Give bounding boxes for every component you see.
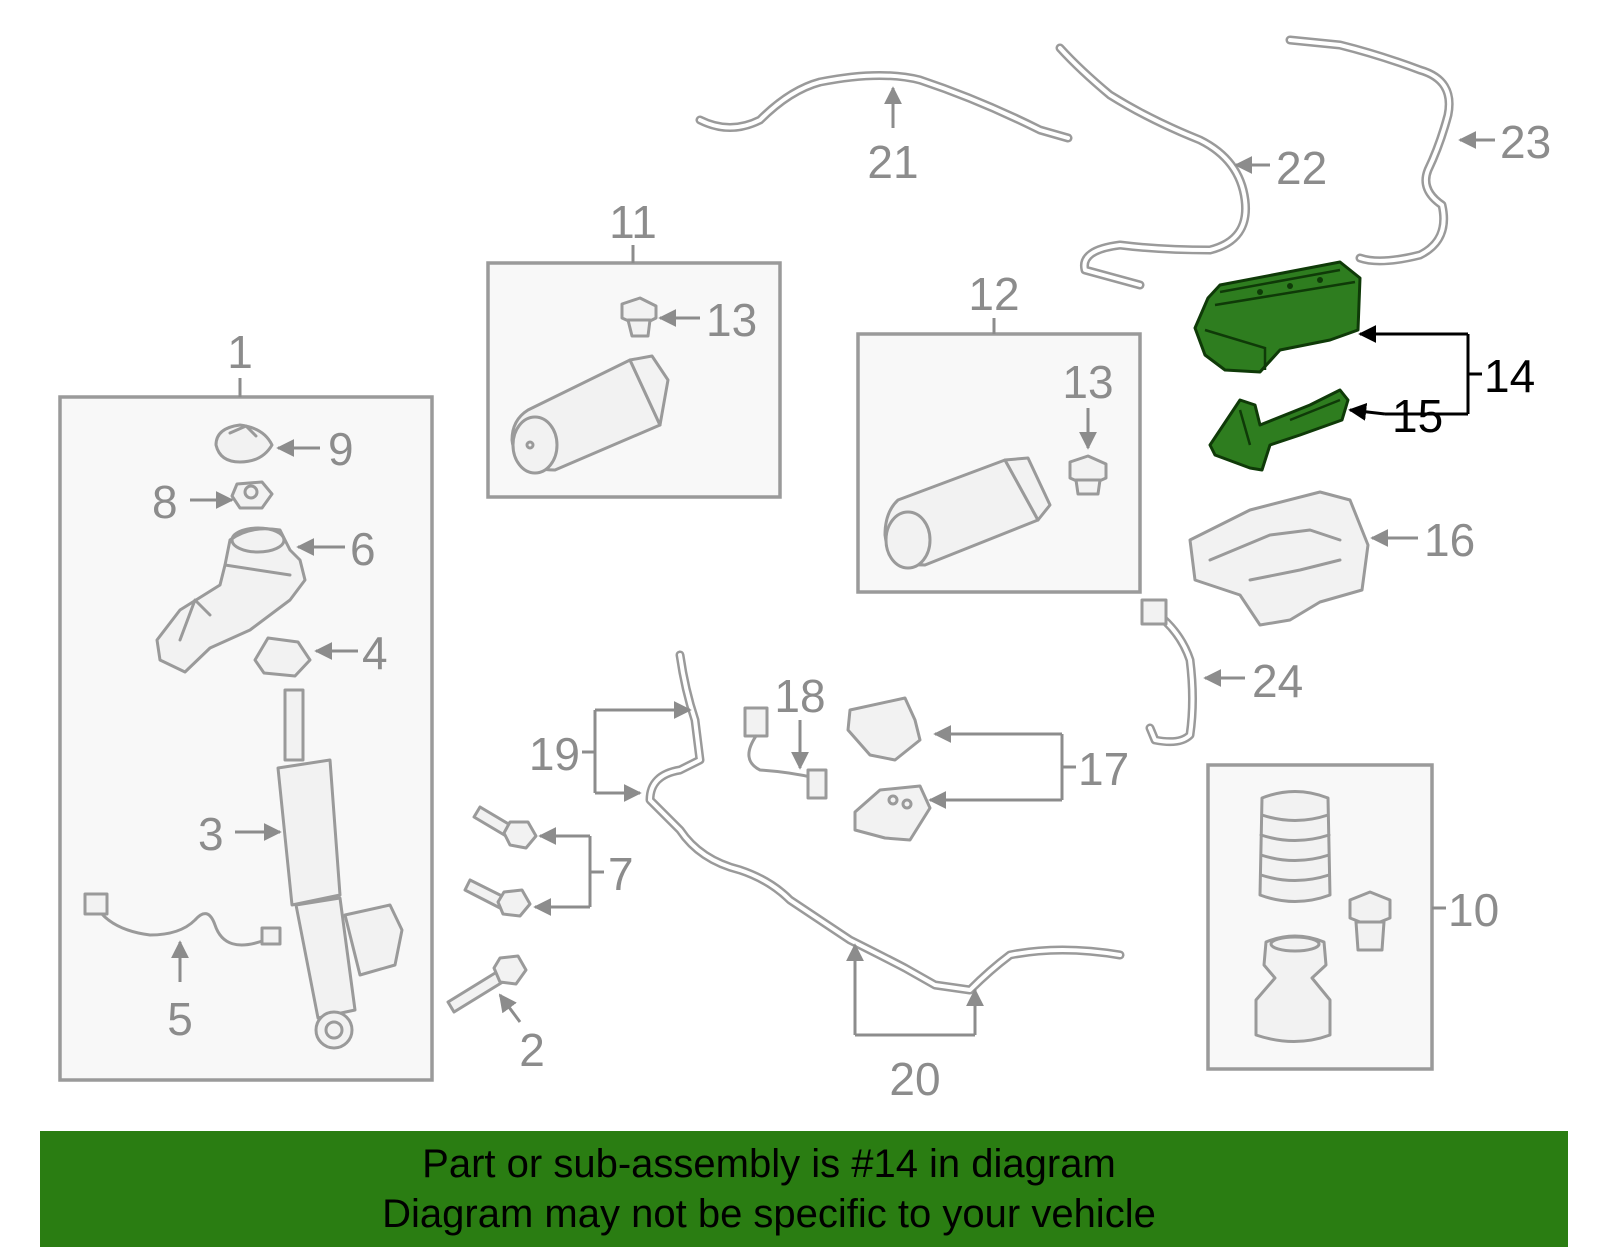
notice-banner: Part or sub-assembly is #14 in diagram D… [40,1131,1568,1247]
upper-mount-bracket [155,526,307,674]
callout-8[interactable]: 8 [152,476,178,528]
callout-16[interactable]: 16 [1424,514,1475,566]
plug [620,296,658,338]
air-reservoir [510,354,670,475]
bolt-lower [463,878,532,918]
callout-1[interactable]: 1 [227,326,253,378]
callout-2[interactable]: 2 [519,1024,545,1076]
bumper-group-10: 10 [1206,763,1499,1071]
callout-4[interactable]: 4 [362,627,388,679]
sensor-18 [743,706,828,800]
plug-3 [1348,890,1392,952]
callout-14[interactable]: 14 [1484,350,1535,402]
air-line-19-20 [645,650,1125,995]
bolt-upper [472,805,538,850]
sensor-harness [83,892,282,947]
callout-23[interactable]: 23 [1500,116,1551,168]
callout-11[interactable]: 11 [609,196,657,248]
bolts-group: 7 2 [446,805,634,1076]
callout-7[interactable]: 7 [608,848,634,900]
callout-21[interactable]: 21 [867,136,918,188]
insulator-plate [253,636,312,678]
shock-absorber [276,688,404,1050]
bracket-15 [1208,388,1350,472]
reservoir-group-12: 12 13 [856,268,1142,594]
air-spring-bellows [1258,790,1332,903]
callout-3[interactable]: 3 [198,808,224,860]
jounce-bumper [1254,934,1332,1043]
plug-2 [1068,454,1108,496]
compressor-cover [1188,490,1370,627]
callout-19[interactable]: 19 [529,728,580,780]
shock-assembly-group: 1 9 8 6 4 [58,326,434,1082]
callout-9[interactable]: 9 [328,423,354,475]
callout-17[interactable]: 17 [1078,743,1129,795]
callout-18[interactable]: 18 [774,670,825,722]
callout-22[interactable]: 22 [1276,142,1327,194]
callout-24[interactable]: 24 [1252,655,1303,707]
valve-brackets-17 [846,696,932,842]
callout-13b[interactable]: 13 [1062,356,1113,408]
callout-6[interactable]: 6 [350,523,376,575]
long-bolt [446,954,528,1014]
upper-mount-cap [214,423,274,464]
callout-13a[interactable]: 13 [706,294,757,346]
reservoir-group-11: 11 13 [486,196,782,499]
callout-20[interactable]: 20 [889,1053,940,1105]
air-reservoir-2 [883,456,1052,570]
notice-line-2: Diagram may not be specific to your vehi… [382,1192,1156,1236]
highlighted-part-14[interactable] [1193,260,1362,374]
callout-12[interactable]: 12 [968,268,1019,320]
pressure-line-24 [1140,598,1197,747]
air-lines-top: 21 22 23 [695,35,1551,290]
callout-5[interactable]: 5 [167,993,193,1045]
notice-line-1: Part or sub-assembly is #14 in diagram [422,1142,1116,1186]
callout-15[interactable]: 15 [1392,390,1443,442]
callout-10[interactable]: 10 [1448,884,1499,936]
nut [230,480,274,510]
